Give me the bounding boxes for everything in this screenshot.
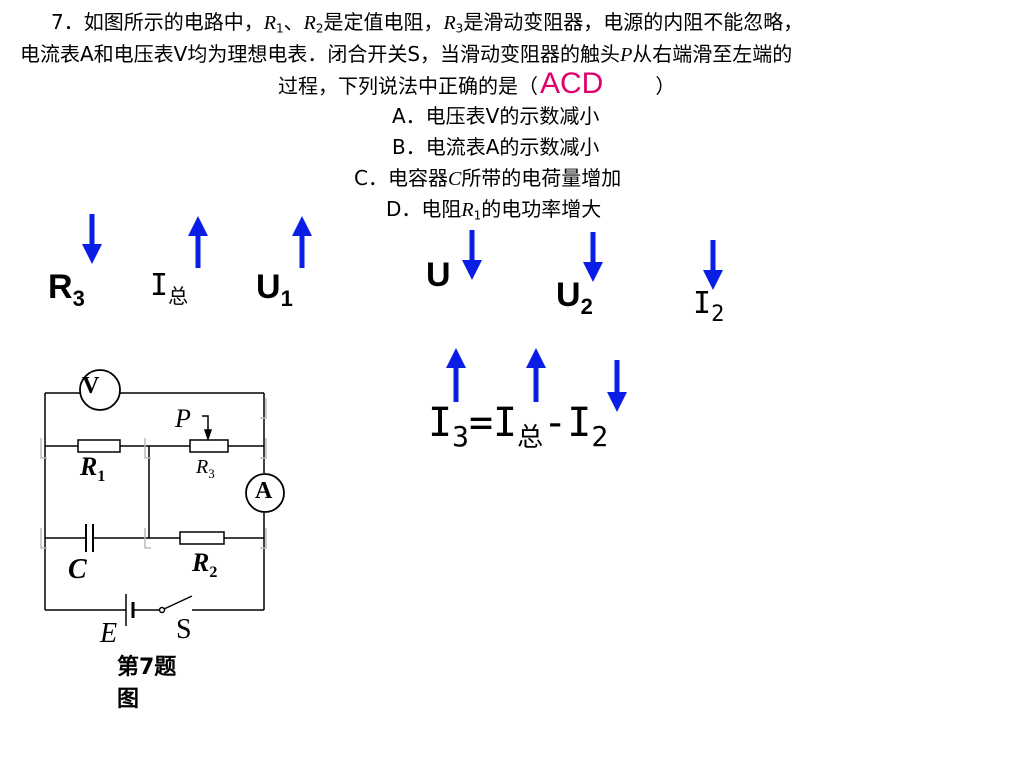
emf-label: E	[100, 618, 118, 649]
caption-line-1: 第7题	[117, 655, 177, 680]
voltmeter-label: V	[82, 373, 100, 399]
var-r: R	[461, 199, 474, 221]
question-text: 过程，下列说法中正确的是（	[278, 74, 538, 98]
r2-label: R2	[192, 548, 218, 582]
symbol-r3: R3	[48, 268, 85, 311]
var-r-sub: 1	[473, 208, 482, 223]
r3-label: R3	[196, 456, 215, 481]
option-d: D．电阻R1的电功率增大	[386, 195, 601, 230]
question-text: 是滑动变阻器，电源的内阻不能忽略，	[463, 10, 804, 34]
option-c-text: C．电容器	[354, 166, 448, 190]
question-text: 从右端滑至左端的	[632, 42, 793, 66]
option-c-text: 所带的电荷量增加	[461, 166, 622, 190]
question-text: 电流表A和电压表V均为理想电表．闭合开关S，当滑动变阻器的触头	[20, 42, 621, 66]
resistor-r1-shape	[77, 439, 121, 453]
option-a: A．电压表V的示数减小	[392, 104, 600, 128]
circuit-diagram	[40, 369, 285, 626]
r1-label: R1	[80, 452, 106, 486]
question-line-1: 7．如图所示的电路中，R1、R2是定值电阻，R3是滑动变阻器，电源的内阻不能忽略…	[51, 8, 803, 43]
switch-label: S	[176, 614, 192, 645]
var-r2: R	[303, 12, 316, 34]
option-c: C．电容器C所带的电荷量增加	[354, 164, 621, 193]
option-b: B．电流表A的示数减小	[392, 135, 600, 159]
current-equation: I3=I总-I2	[428, 400, 609, 453]
question-line-3: 过程，下列说法中正确的是（ACD ）	[278, 67, 676, 100]
separator: 、	[283, 10, 304, 34]
symbol-u1: U1	[256, 268, 293, 311]
var-r1: R	[263, 12, 276, 34]
option-d-text: D．电阻	[386, 197, 462, 221]
answer-text: ACD	[540, 67, 604, 100]
slider-p-label: P	[175, 404, 191, 433]
ammeter-label: A	[255, 478, 273, 504]
symbol-u: U	[426, 256, 451, 294]
question-line-2: 电流表A和电压表V均为理想电表．闭合开关S，当滑动变阻器的触头P从右端滑至左端的	[20, 40, 792, 69]
option-d-text: 的电功率增大	[481, 197, 602, 221]
symbol-itotal: I总	[150, 268, 189, 308]
var-c: C	[447, 168, 462, 190]
resistor-r2-shape	[179, 531, 225, 545]
var-r3: R	[443, 12, 456, 34]
caption-line-2: 图	[117, 687, 140, 712]
var-r2-sub: 2	[315, 21, 324, 36]
figure-caption: 第7题 图	[117, 652, 176, 716]
capacitor-label: C	[68, 554, 87, 585]
resistor-r3-shape	[189, 439, 229, 453]
symbol-i2: I2	[693, 286, 725, 327]
question-text: ）	[655, 74, 676, 98]
question-text: 是定值电阻，	[323, 10, 444, 34]
symbol-u2: U2	[556, 276, 593, 319]
question-text: 7．如图所示的电路中，	[51, 10, 264, 34]
var-p: P	[620, 44, 633, 66]
var-r3-sub: 3	[455, 21, 464, 36]
var-r1-sub: 1	[275, 21, 284, 36]
